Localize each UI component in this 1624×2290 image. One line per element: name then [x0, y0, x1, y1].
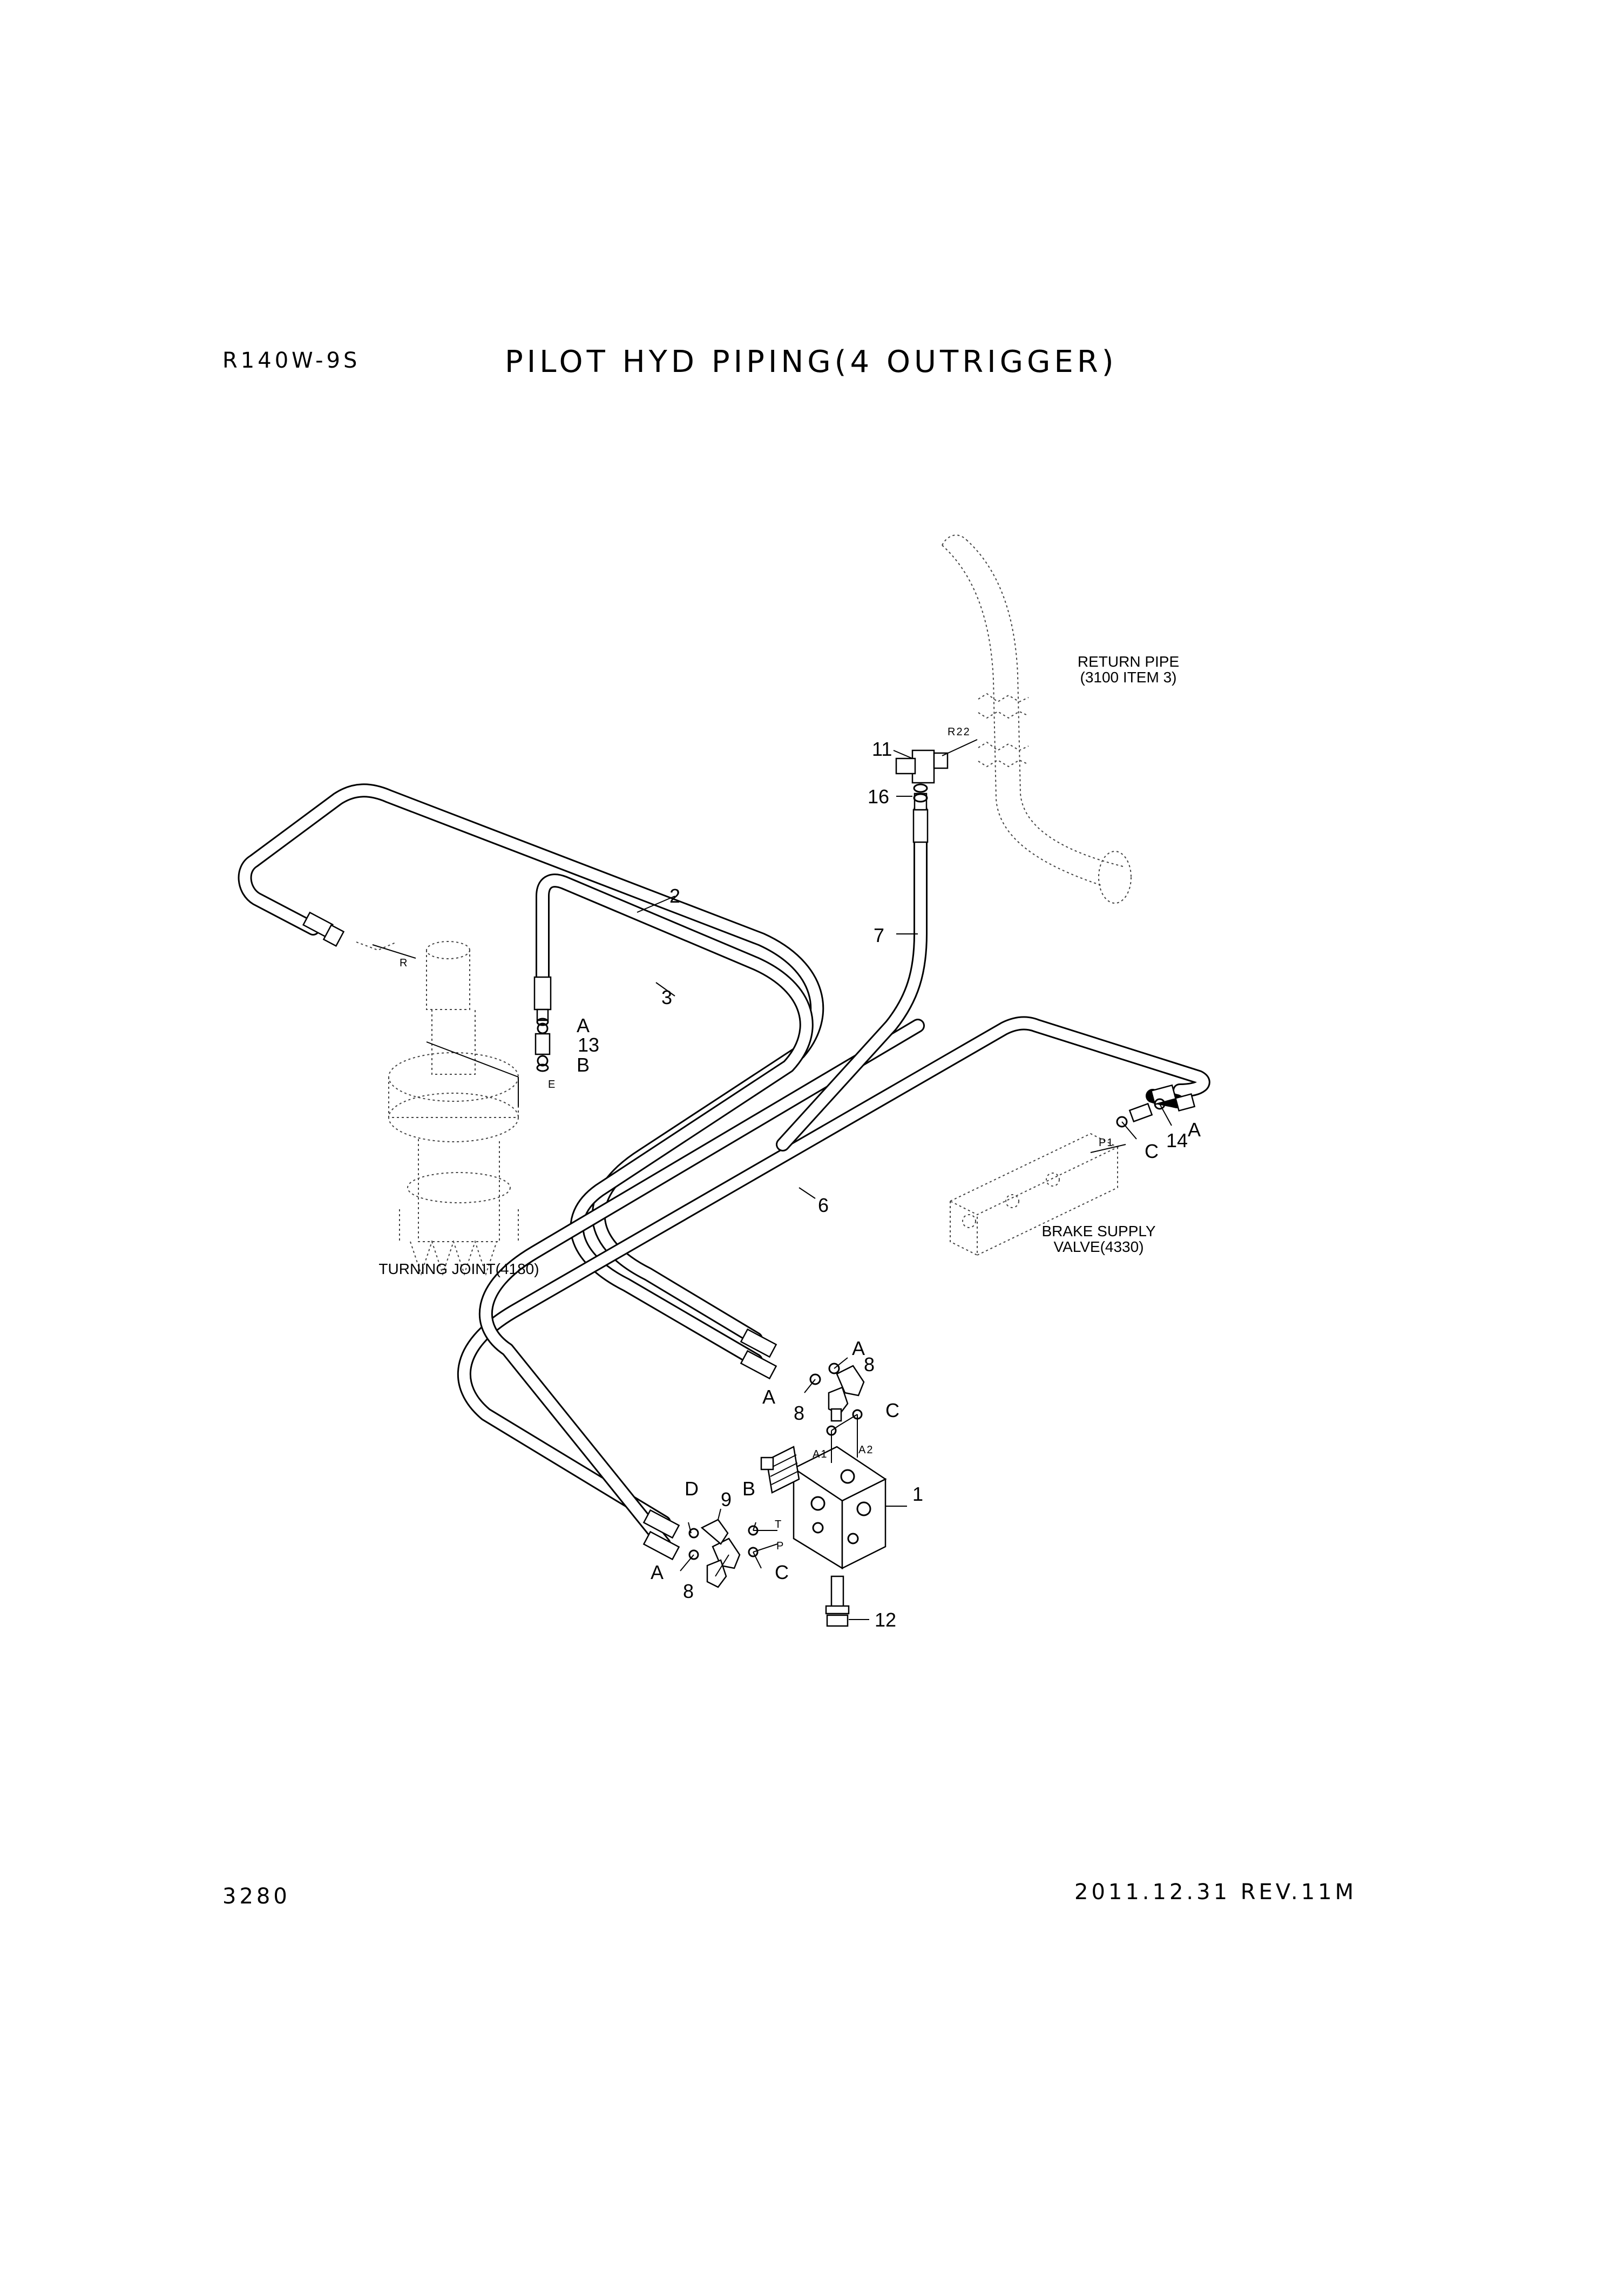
port-code-a1: A1 — [813, 1448, 828, 1460]
callout-item-8-upper-left: 8 — [794, 1402, 804, 1424]
port-letters: A B A C A A C D B A C — [577, 1014, 1201, 1583]
callout-item-11: 11 — [872, 738, 892, 760]
port-letter-c-brake: C — [1145, 1140, 1159, 1162]
port-letter-b-lower: B — [742, 1478, 755, 1500]
brake-supply-label-line2: VALVE(4330) — [1053, 1238, 1143, 1255]
adapter-13 — [534, 1022, 551, 1067]
page-title: PILOT HYD PIPING(4 OUTRIGGER) — [505, 344, 1118, 380]
callout-item-3: 3 — [661, 986, 672, 1008]
valve-block-1 — [760, 1446, 907, 1570]
tee-fitting-11 — [895, 739, 978, 784]
turning-joint — [356, 941, 519, 1276]
port-letter-d-lower: D — [685, 1478, 699, 1500]
page-number: 3280 — [222, 1884, 290, 1909]
o-rings — [536, 783, 928, 1072]
callout-item-14: 14 — [1166, 1129, 1188, 1151]
hose-3 — [536, 873, 814, 1367]
model-code: R140W-9S — [222, 348, 361, 373]
revision-stamp: 2011.12.31 REV.11M — [1074, 1880, 1357, 1905]
return-pipe-label-line1: RETURN PIPE — [1078, 653, 1179, 670]
port-codes: R22 R E P1 A1 A2 T P — [400, 726, 1114, 1552]
port-code-a2: A2 — [858, 1444, 874, 1456]
port-code-p: P — [776, 1540, 784, 1552]
port-letter-a-lower: A — [651, 1561, 664, 1583]
port-letter-a-turning: A — [577, 1014, 590, 1036]
callout-numbers: 1 2 3 6 7 8 8 8 9 11 12 13 14 16 — [578, 738, 1188, 1631]
component-labels: RETURN PIPE (3100 ITEM 3) TURNING JOINT(… — [378, 653, 1179, 1277]
callout-item-8-lower: 8 — [683, 1580, 694, 1602]
callout-item-8-upper-right: 8 — [864, 1353, 875, 1376]
callout-item-7: 7 — [874, 924, 884, 946]
port-letter-a-upper-left: A — [762, 1386, 775, 1408]
port-letter-c-upper: C — [885, 1399, 899, 1421]
port-code-e: E — [548, 1079, 556, 1090]
port-code-r22: R22 — [948, 726, 971, 738]
port-letter-b-turning: B — [577, 1054, 590, 1076]
callout-item-16: 16 — [868, 785, 889, 808]
turning-joint-label: TURNING JOINT(4180) — [378, 1261, 539, 1277]
callout-item-13: 13 — [578, 1034, 599, 1056]
port-letter-a-upper-right: A — [852, 1337, 865, 1359]
brake-supply-label-line1: BRAKE SUPPLY — [1041, 1223, 1155, 1239]
return-pipe — [942, 534, 1132, 904]
callout-item-12: 12 — [875, 1609, 896, 1631]
bolt-12 — [825, 1575, 869, 1627]
port-letter-c-lower: C — [775, 1561, 789, 1583]
port-letter-a-brake: A — [1188, 1119, 1201, 1141]
port-code-r: R — [400, 957, 408, 969]
callout-item-9: 9 — [721, 1488, 732, 1510]
callout-item-2: 2 — [669, 885, 680, 907]
hose-end-fittings — [302, 792, 1196, 1561]
elbow-8-upper — [809, 1363, 865, 1436]
hose-7 — [776, 803, 928, 1151]
port-code-t: T — [775, 1519, 782, 1530]
callout-item-6: 6 — [818, 1194, 829, 1216]
elbow-8-lower — [688, 1519, 759, 1588]
callout-item-1: 1 — [912, 1483, 923, 1505]
adapter-14 — [1116, 1098, 1166, 1128]
return-pipe-label-line2: (3100 ITEM 3) — [1080, 669, 1177, 686]
hose-lower — [478, 1019, 925, 1551]
leader-lines — [637, 750, 1172, 1577]
port-code-p1: P1 — [1099, 1137, 1114, 1149]
brake-supply-valve — [949, 1133, 1126, 1256]
